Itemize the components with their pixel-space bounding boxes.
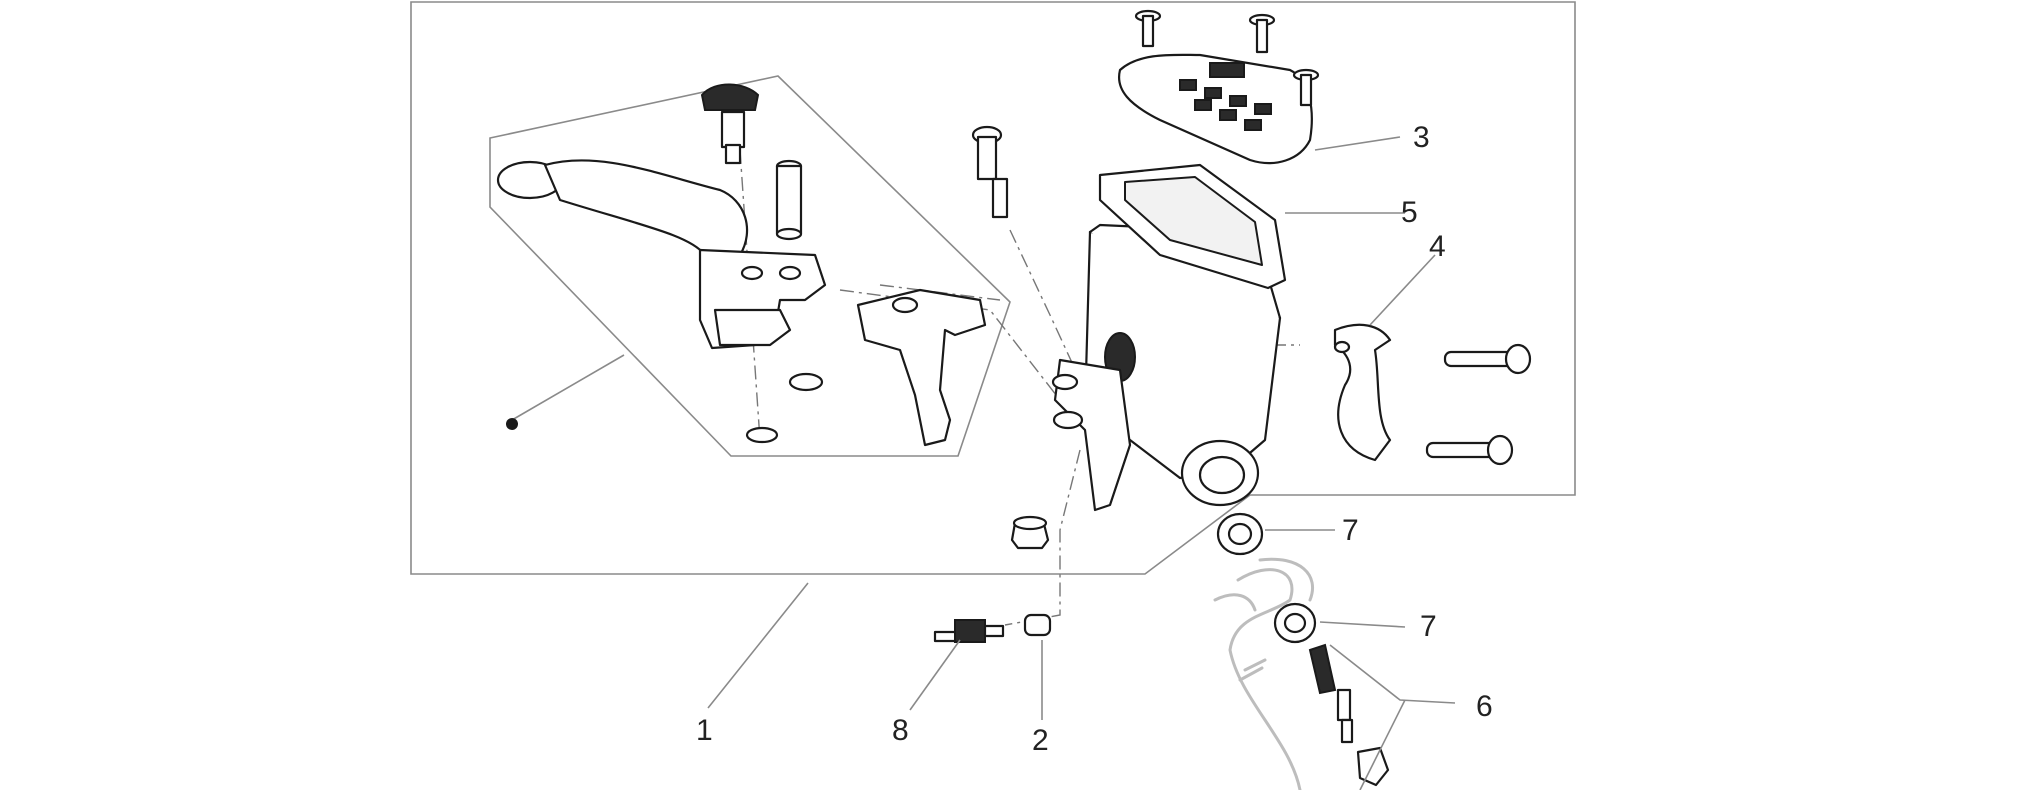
callout-8: 8: [892, 714, 909, 747]
pivot-bolt: [971, 125, 1009, 219]
lever-subassembly-frame: [489, 75, 1011, 457]
assembly-frame-outer: [410, 1, 1576, 575]
leader-lines: [506, 136, 1456, 790]
master-cylinder-body: [1051, 223, 1282, 512]
pivot-nut: [1010, 515, 1050, 550]
clamp-bolts: [1425, 343, 1532, 466]
callout-2: 2: [1032, 724, 1049, 757]
callout-4: 4: [1429, 230, 1446, 263]
callout-7-lower: 7: [1420, 610, 1437, 643]
circlips: [745, 372, 824, 444]
brake-light-switch: [933, 613, 1052, 643]
cover-screws: [1134, 9, 1320, 107]
assembly-marker-dot: [506, 418, 518, 430]
callout-3: 3: [1413, 121, 1430, 154]
pivot-pin: [775, 159, 803, 241]
reservoir-cover: [1117, 53, 1313, 165]
callout-labels: 1 2 3 4 5 6 7 7 8: [696, 121, 1493, 757]
adjuster-knob: [700, 83, 760, 165]
handlebar-clamp: [1333, 323, 1392, 462]
brake-hose: [1213, 557, 1314, 790]
brake-lever: [496, 159, 827, 350]
callout-7-upper: 7: [1342, 514, 1359, 547]
callout-6: 6: [1476, 690, 1493, 723]
switch-actuator: [856, 288, 987, 447]
sealing-washers: [1216, 512, 1317, 644]
banjo-bolt-and-bleeder: [1308, 643, 1390, 787]
reservoir-gasket: [1098, 163, 1287, 290]
callout-1: 1: [696, 714, 713, 747]
callout-5: 5: [1401, 196, 1418, 229]
